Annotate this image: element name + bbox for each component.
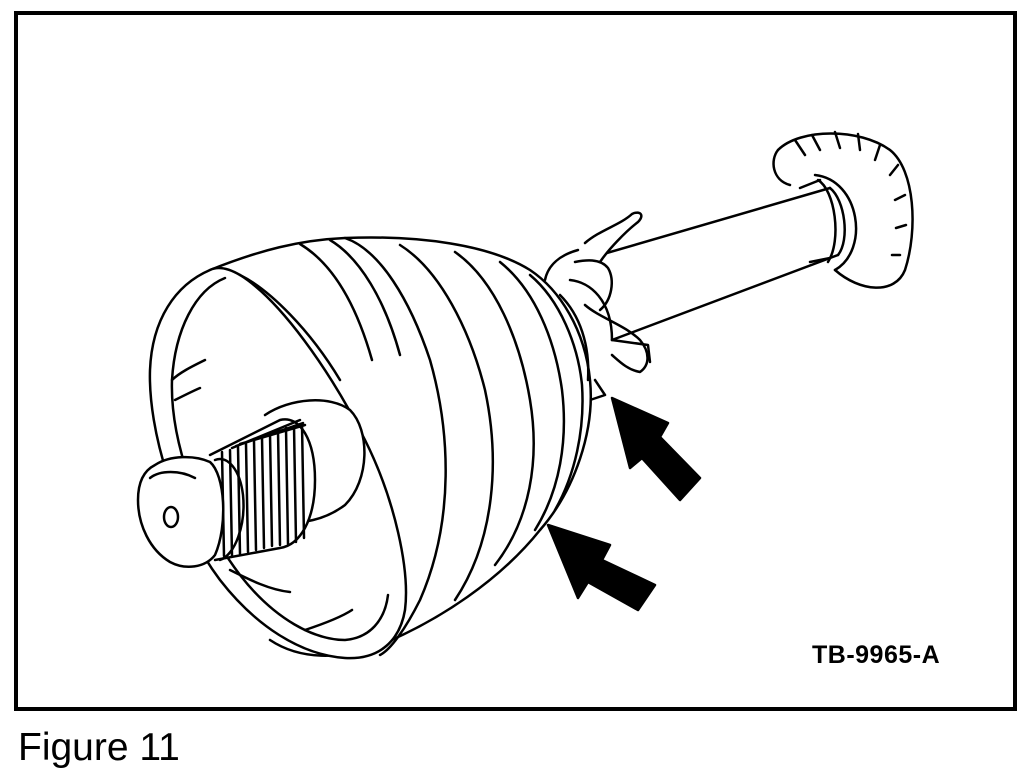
splined-stub-shaft-icon (136, 399, 366, 568)
boot-clamp-icon (543, 211, 652, 402)
indicator-arrow-lower-icon (546, 523, 657, 612)
axle-shaft-icon (598, 178, 846, 342)
figure-caption: Figure 11 (18, 726, 180, 769)
figure-code: TB-9965-A (812, 641, 941, 669)
far-boot-icon (772, 130, 914, 289)
indicator-arrow-upper-icon (610, 396, 702, 502)
